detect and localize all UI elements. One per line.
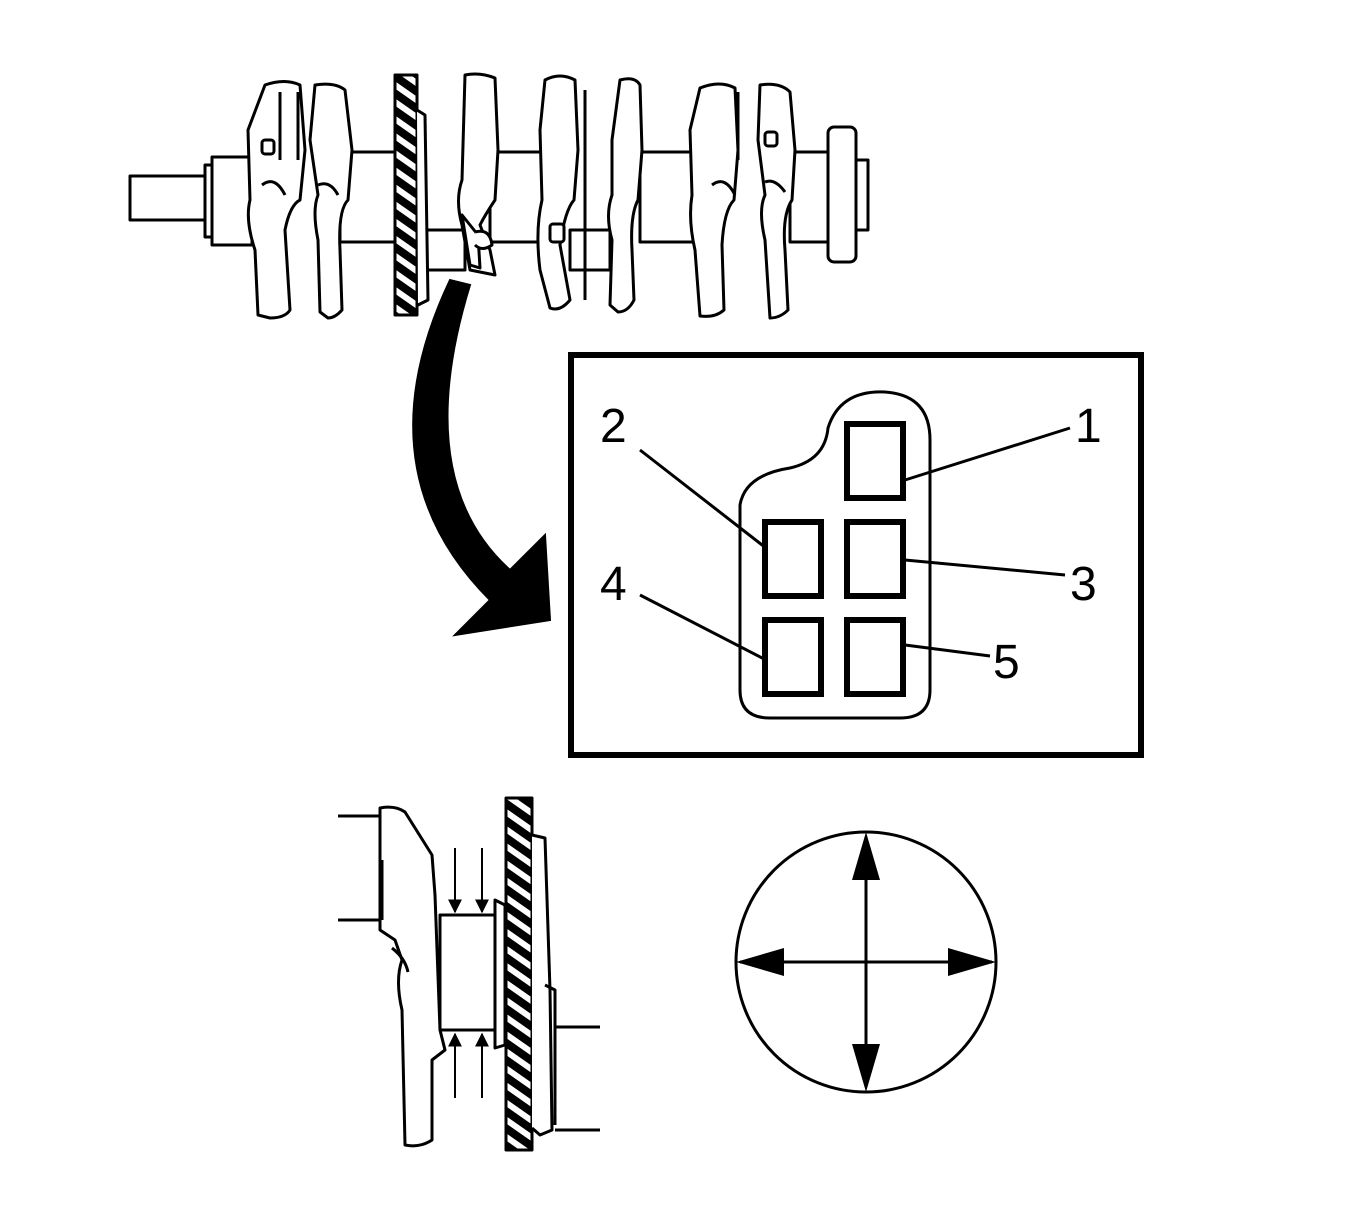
leader-1	[904, 426, 1071, 482]
arrowhead-down	[852, 1044, 880, 1092]
measurement-arrows-icon	[734, 830, 998, 1094]
arrowhead-right	[948, 948, 996, 976]
arrowhead-left	[736, 948, 784, 976]
crank-web-4a	[688, 82, 740, 318]
label-4: 4	[600, 558, 627, 611]
crank-snout	[128, 174, 212, 222]
journal-detail	[338, 796, 600, 1152]
detail-web	[378, 805, 447, 1148]
journal-inset: 1 2 3 4 5	[568, 352, 1144, 758]
crank-flange	[826, 125, 858, 264]
label-3: 3	[1070, 558, 1097, 611]
curved-arrow-icon	[412, 278, 552, 637]
crank-web-1a	[246, 80, 307, 320]
main-journal-3	[638, 150, 697, 244]
label-1: 1	[1075, 400, 1102, 453]
crank-web-1b	[308, 82, 354, 320]
main-journal-2	[488, 150, 547, 244]
arrowhead-up	[852, 832, 880, 880]
crank-web-3b	[607, 77, 644, 314]
point-5-box	[844, 617, 906, 697]
label-5: 5	[993, 636, 1020, 689]
point-2-box	[762, 519, 824, 599]
label-2: 2	[600, 400, 627, 453]
leader-4	[639, 593, 767, 662]
point-3-box	[844, 519, 906, 599]
leader-2	[639, 448, 767, 550]
leader-5	[904, 643, 991, 658]
detail-journal	[438, 913, 497, 1032]
crankshaft	[128, 72, 870, 320]
reluctor-ring	[393, 73, 419, 317]
point-1-box	[844, 421, 906, 501]
detail-ring	[504, 796, 534, 1152]
crank-web-3a	[536, 74, 580, 311]
point-4-box	[762, 617, 824, 697]
leader-3	[904, 558, 1066, 577]
crank-web-4b	[756, 82, 797, 320]
